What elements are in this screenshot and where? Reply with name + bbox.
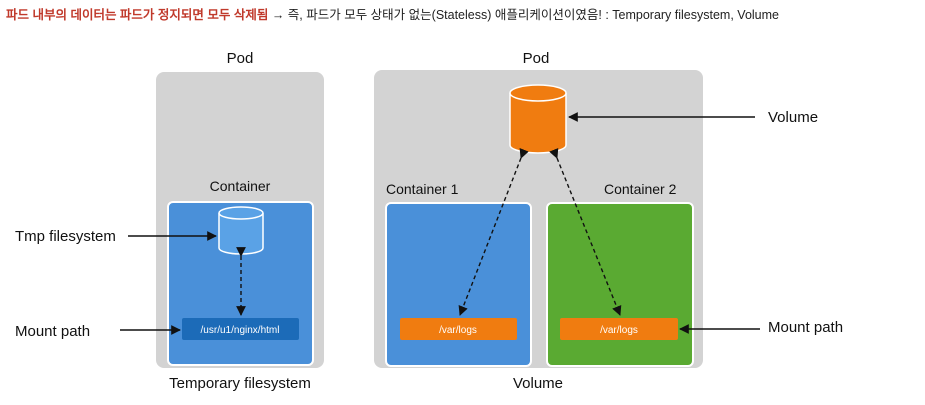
container1-title: Container 1 [386, 181, 459, 197]
right-caption: Volume [513, 375, 563, 392]
container2-path-text: /var/logs [600, 325, 638, 336]
container2-box [546, 202, 694, 367]
tmp-filesystem-label: Tmp filesystem [15, 228, 116, 245]
left-container-title: Container [210, 178, 271, 194]
left-mount-path-text: /usr/u1/nginx/html [201, 325, 280, 336]
left-mount-path-box [182, 318, 299, 340]
right-pod-title: Pod [523, 50, 550, 67]
volume-label: Volume [768, 109, 818, 126]
left-mount-path-label: Mount path [15, 323, 90, 340]
tmp-filesystem-icon [218, 206, 264, 255]
headline-highlight: 파드 내부의 데이터는 파드가 정지되면 모두 삭제됨 [6, 8, 269, 22]
headline: 파드 내부의 데이터는 파드가 정지되면 모두 삭제됨 → 즉, 파드가 모두 … [6, 4, 925, 26]
volume-icon [509, 84, 567, 154]
right-mount-path-label: Mount path [768, 319, 843, 336]
volume-link-2 [549, 147, 622, 316]
volume-link-1 [458, 148, 529, 316]
left-caption: Temporary filesystem [169, 375, 311, 392]
container2-title: Container 2 [604, 181, 677, 197]
left-pod-title: Pod [227, 50, 254, 67]
container1-path-box [400, 318, 517, 340]
headline-rest: → 즉, 파드가 모두 상태가 없는(Stateless) 애플리케이션이였음!… [268, 8, 779, 22]
container2-path-box [560, 318, 678, 340]
container1-path-text: /var/logs [439, 325, 477, 336]
container1-box [385, 202, 532, 367]
